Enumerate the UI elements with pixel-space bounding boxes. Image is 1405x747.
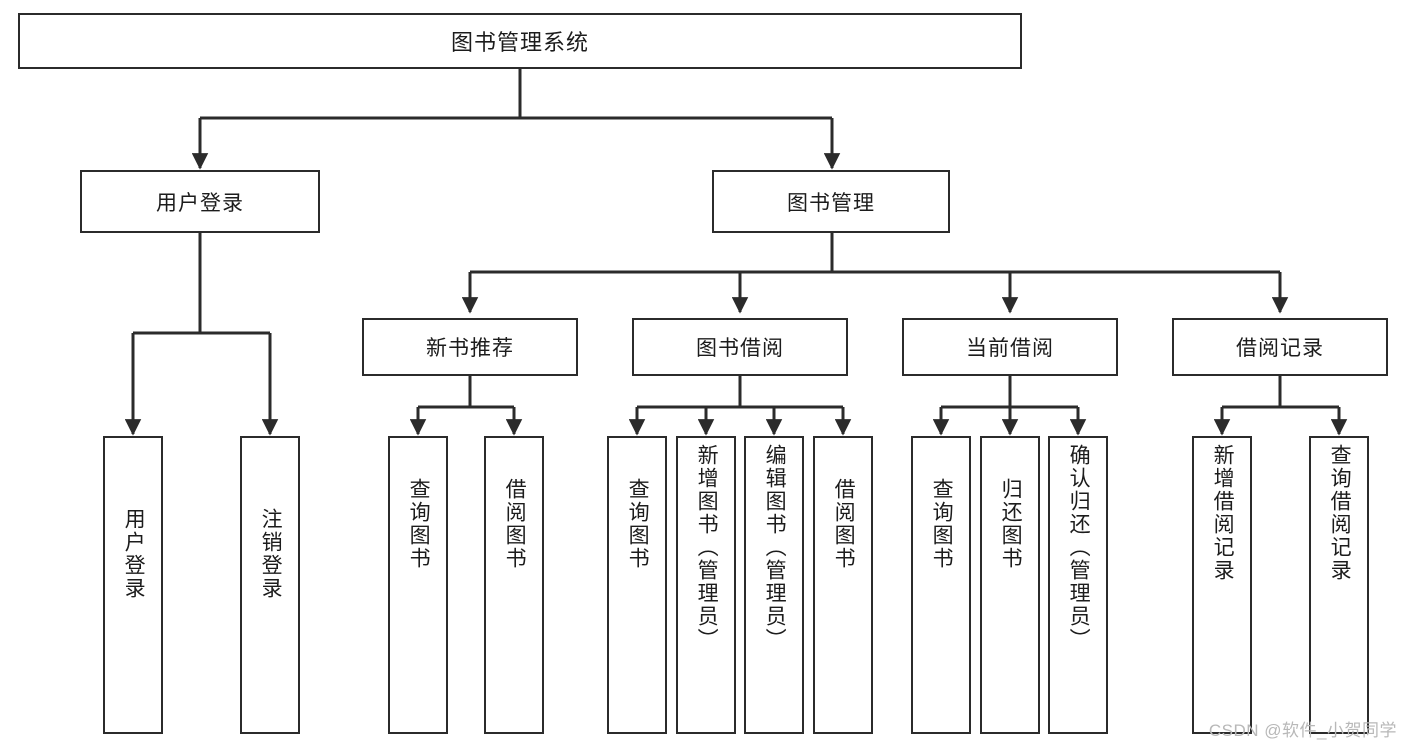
watermark-text: CSDN @软件_小贺同学: [1208, 721, 1397, 740]
node-root[interactable]: 图书管理系统: [18, 13, 1022, 69]
node-book-borrow[interactable]: 图书借阅: [632, 318, 848, 376]
node-leaf-borrow-book-1[interactable]: 借阅图书: [484, 436, 544, 734]
node-user-login[interactable]: 用户登录: [80, 170, 320, 233]
node-user-login-label: 用户登录: [156, 191, 244, 215]
node-leaf-edit-book[interactable]: 编辑图书（管理员）: [744, 436, 804, 734]
node-borrow-record-label: 借阅记录: [1236, 337, 1324, 360]
node-current-borrow[interactable]: 当前借阅: [902, 318, 1118, 376]
node-leaf-add-book-label: 新增图书（管理员）: [695, 444, 719, 651]
node-leaf-query-book-3-label: 查询图书: [930, 478, 954, 570]
node-leaf-user-login[interactable]: 用户登录: [103, 436, 163, 734]
node-leaf-borrow-book-2-label: 借阅图书: [832, 478, 856, 570]
node-leaf-confirm-return-label: 确认归还（管理员）: [1067, 444, 1091, 651]
node-new-book-rec[interactable]: 新书推荐: [362, 318, 578, 376]
node-book-manage-label: 图书管理: [787, 191, 875, 215]
node-leaf-user-login-label: 用户登录: [122, 508, 146, 600]
node-book-borrow-label: 图书借阅: [696, 337, 784, 360]
node-leaf-add-record-label: 新增借阅记录: [1211, 444, 1235, 582]
node-current-borrow-label: 当前借阅: [966, 337, 1054, 360]
node-borrow-record[interactable]: 借阅记录: [1172, 318, 1388, 376]
node-leaf-query-book-2-label: 查询图书: [626, 478, 650, 570]
node-leaf-query-book-1[interactable]: 查询图书: [388, 436, 448, 734]
node-leaf-logout-login[interactable]: 注销登录: [240, 436, 300, 734]
node-leaf-return-book[interactable]: 归还图书: [980, 436, 1040, 734]
node-leaf-borrow-book-1-label: 借阅图书: [503, 478, 527, 570]
node-root-label: 图书管理系统: [450, 30, 589, 55]
node-leaf-add-book[interactable]: 新增图书（管理员）: [676, 436, 736, 734]
node-new-book-rec-label: 新书推荐: [426, 337, 514, 360]
node-leaf-logout-login-label: 注销登录: [259, 508, 283, 600]
node-leaf-query-book-2[interactable]: 查询图书: [607, 436, 667, 734]
node-leaf-borrow-book-2[interactable]: 借阅图书: [813, 436, 873, 734]
node-leaf-query-book-3[interactable]: 查询图书: [911, 436, 971, 734]
node-leaf-query-record-label: 查询借阅记录: [1328, 444, 1352, 582]
node-leaf-query-book-1-label: 查询图书: [407, 478, 431, 570]
node-book-manage[interactable]: 图书管理: [712, 170, 950, 233]
node-leaf-confirm-return[interactable]: 确认归还（管理员）: [1048, 436, 1108, 734]
node-leaf-edit-book-label: 编辑图书（管理员）: [763, 444, 787, 651]
node-leaf-query-record[interactable]: 查询借阅记录: [1309, 436, 1369, 734]
node-leaf-add-record[interactable]: 新增借阅记录: [1192, 436, 1252, 734]
node-leaf-return-book-label: 归还图书: [999, 478, 1023, 570]
